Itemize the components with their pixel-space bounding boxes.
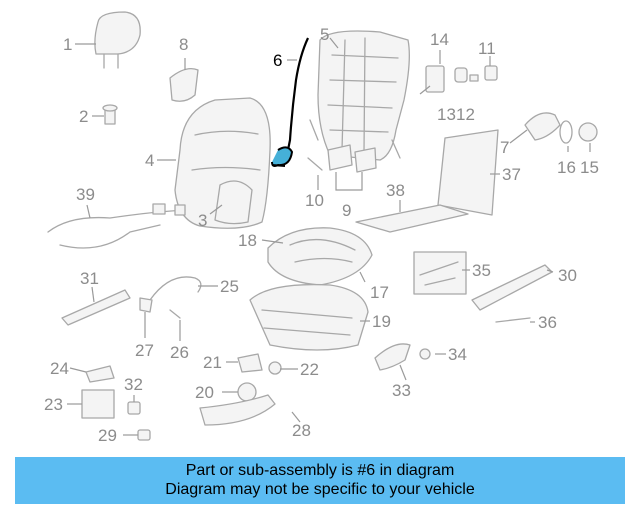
seatback-cover-part[interactable]: [174, 97, 271, 229]
label-35: 35: [472, 261, 491, 280]
label-2: 2: [79, 107, 88, 126]
bolt-part[interactable]: [102, 104, 118, 125]
label-23: 23: [44, 395, 63, 414]
label-5: 5: [320, 25, 329, 44]
board-part[interactable]: [355, 204, 469, 233]
banner-line-2: Diagram may not be specific to your vehi…: [165, 481, 475, 498]
label-32: 32: [124, 375, 143, 394]
bracket-21-part[interactable]: [237, 353, 263, 373]
knob-part[interactable]: [454, 67, 468, 83]
label-21: 21: [203, 353, 222, 372]
label-7: 7: [500, 138, 509, 157]
headrest-part[interactable]: [94, 11, 141, 69]
label-17: 17: [370, 283, 389, 302]
label-37: 37: [502, 165, 521, 184]
label-31: 31: [80, 269, 99, 288]
leader-lines: [67, 37, 591, 436]
label-28: 28: [292, 421, 311, 440]
ring-part[interactable]: [559, 120, 573, 144]
label-29: 29: [98, 426, 117, 445]
cable-part[interactable]: [149, 276, 202, 301]
label-22: 22: [300, 360, 319, 379]
label-6: 6: [273, 51, 282, 70]
label-33: 33: [392, 381, 411, 400]
banner-line-1: Part or sub-assembly is #6 in diagram: [185, 462, 455, 479]
trim-part[interactable]: [61, 289, 131, 326]
lever-part[interactable]: [374, 343, 411, 371]
clip-part[interactable]: [425, 65, 445, 93]
cap-part[interactable]: [484, 65, 498, 81]
label-30: 30: [558, 266, 577, 285]
seatback-frame-part[interactable]: [309, 30, 410, 161]
highlighted-part-6[interactable]: [271, 37, 309, 167]
label-38: 38: [386, 181, 405, 200]
cap-29-part[interactable]: [137, 429, 151, 441]
gear-part[interactable]: [578, 122, 598, 142]
label-34: 34: [448, 345, 467, 364]
label-19: 19: [372, 312, 391, 331]
label-12: 12: [456, 105, 475, 124]
label-24: 24: [50, 359, 69, 378]
label-3: 3: [198, 211, 207, 230]
clip-24-part[interactable]: [85, 365, 115, 383]
label-16: 16: [557, 158, 576, 177]
cap-22-part[interactable]: [268, 361, 282, 375]
plate-part-2[interactable]: [354, 147, 377, 173]
label-18: 18: [238, 231, 257, 250]
label-11: 11: [478, 39, 496, 58]
trim-28-part[interactable]: [199, 394, 276, 426]
latch-bracket-part[interactable]: [524, 112, 561, 141]
label-9: 9: [342, 201, 351, 220]
part-labels: 1 2 3 4 5 6 7 8 9 10 11 12 13 14 15 16 1…: [44, 25, 599, 445]
screw-part[interactable]: [307, 157, 323, 171]
gear-20-part[interactable]: [237, 382, 257, 402]
lever-kit-part[interactable]: [413, 251, 467, 295]
label-4: 4: [145, 151, 154, 170]
label-10: 10: [305, 191, 324, 210]
label-36: 36: [538, 313, 557, 332]
harness-part[interactable]: [47, 209, 186, 249]
info-banner: Part or sub-assembly is #6 in diagram Di…: [15, 457, 625, 504]
pin-part[interactable]: [469, 74, 479, 82]
handle-part[interactable]: [495, 317, 531, 323]
label-15: 15: [580, 158, 599, 177]
kit-23-part[interactable]: [81, 389, 115, 419]
label-25: 25: [220, 277, 239, 296]
label-27: 27: [135, 341, 154, 360]
plate-part[interactable]: [327, 144, 353, 171]
back-panel-part[interactable]: [437, 129, 499, 216]
cap-32-part[interactable]: [127, 401, 141, 415]
knob-34-part[interactable]: [419, 348, 431, 360]
seat-parts-diagram: 1 2 3 4 5 6 7 8 9 10 11 12 13 14 15 16 1…: [44, 11, 599, 445]
bracket-part[interactable]: [169, 67, 199, 102]
label-39: 39: [76, 185, 95, 204]
cushion-part[interactable]: [267, 227, 373, 286]
label-8: 8: [179, 35, 188, 54]
label-1: 1: [63, 35, 72, 54]
label-14: 14: [430, 30, 449, 49]
label-26: 26: [170, 343, 189, 362]
label-20: 20: [195, 383, 214, 402]
label-13: 13: [437, 105, 456, 124]
